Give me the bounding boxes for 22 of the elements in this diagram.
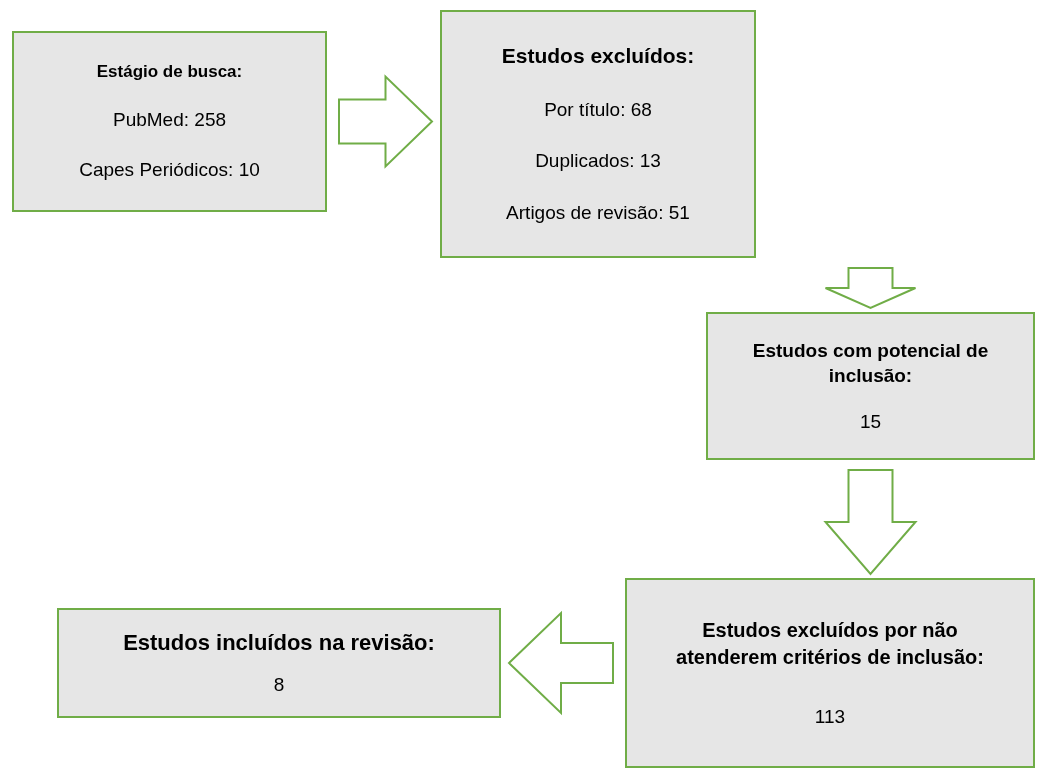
box-heading: Estudos com potencial de inclusão: — [751, 338, 990, 389]
box-text: Duplicados: 13 — [535, 149, 661, 174]
box-text: PubMed: 258 — [113, 108, 226, 133]
excluded-criteria-box — [625, 578, 1035, 768]
block-arrow — [824, 267, 917, 310]
box-heading: Estudos excluídos: — [501, 43, 695, 70]
box-text: Artigos de revisão: 51 — [506, 201, 690, 226]
included-studies-box — [57, 608, 501, 718]
box-text: Por título: 68 — [544, 97, 652, 122]
box-heading: Estudos incluídos na revisão: — [123, 629, 435, 658]
block-arrow — [338, 74, 434, 169]
box-heading: Estágio de busca: — [96, 60, 243, 83]
block-arrow — [507, 610, 614, 716]
box-text: 113 — [814, 704, 846, 729]
box-heading: Estudos excluídos por não atenderem critérios de inclusão: — [675, 617, 985, 670]
box-text: 8 — [273, 673, 285, 698]
block-arrow — [823, 469, 918, 576]
excluded-studies-box — [440, 10, 756, 258]
box-text: Capes Periódicos: 10 — [79, 157, 260, 182]
potential-studies-box — [706, 312, 1035, 460]
search-stage-box — [12, 31, 327, 212]
box-text: 15 — [859, 409, 882, 434]
